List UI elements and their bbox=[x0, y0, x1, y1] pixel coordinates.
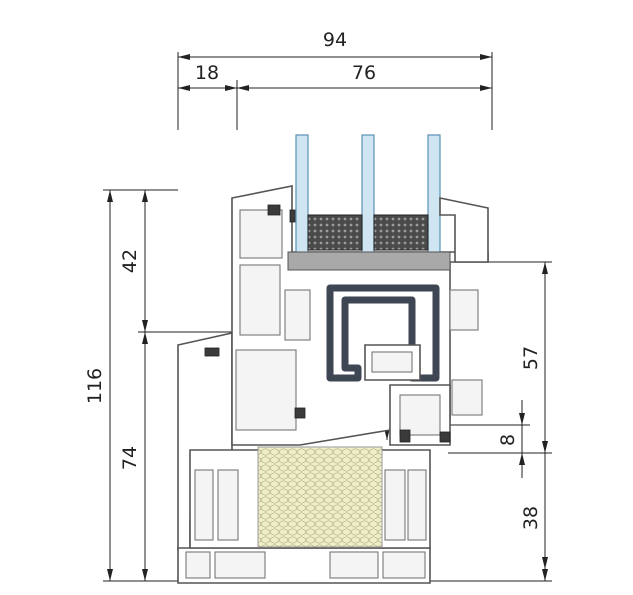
glazing-block bbox=[287, 251, 451, 271]
overall-width-label: 94 bbox=[323, 29, 347, 51]
sash-right-lip bbox=[439, 197, 489, 263]
dimension-glass-rebate: 57 bbox=[488, 261, 552, 453]
dimension-overall-width: 94 bbox=[177, 29, 493, 130]
dimension-left-split: 42 74 bbox=[119, 190, 232, 581]
frame-depth-label: 38 bbox=[520, 506, 542, 530]
dimension-overlap: 8 bbox=[448, 400, 552, 478]
overlap-label: 8 bbox=[497, 434, 519, 446]
frame-offset-label: 18 bbox=[195, 62, 219, 84]
dimension-overall-height: 116 bbox=[84, 189, 178, 582]
glass-spacers bbox=[307, 214, 429, 251]
steel-reinforcement bbox=[326, 284, 440, 382]
insulation-foam bbox=[257, 446, 383, 548]
dimension-sash-split: 18 76 bbox=[178, 62, 492, 130]
sash-width-label: 76 bbox=[352, 62, 376, 84]
glass-rebate-label: 57 bbox=[520, 346, 542, 370]
frame-height-label: 74 bbox=[119, 446, 141, 470]
dimension-frame-depth: 38 bbox=[430, 453, 552, 582]
overall-height-label: 116 bbox=[84, 368, 106, 404]
sash-height-label: 42 bbox=[119, 249, 141, 273]
